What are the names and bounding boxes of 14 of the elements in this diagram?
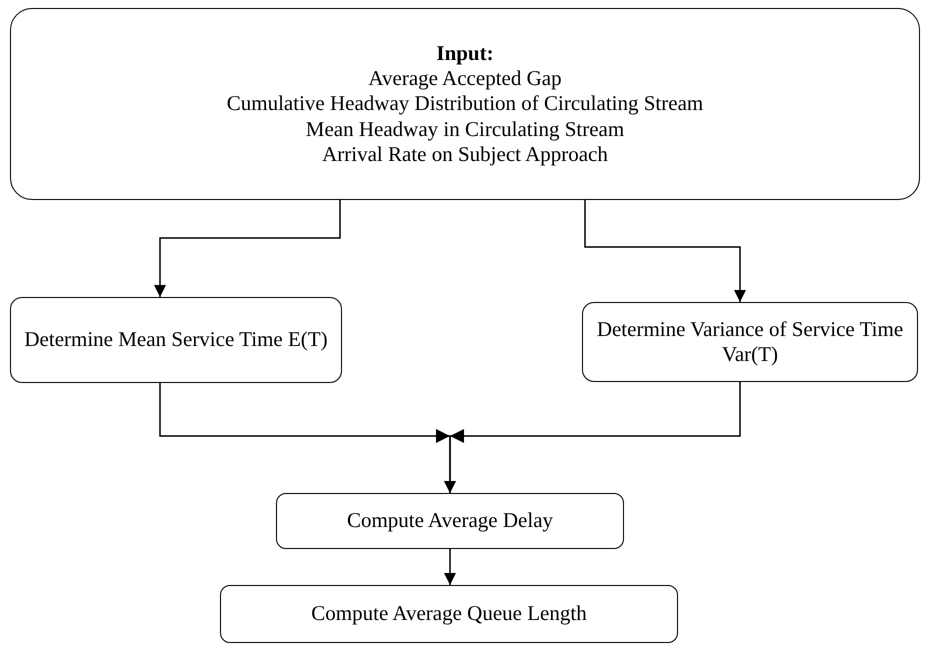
box-text: Compute Average Delay bbox=[346, 508, 554, 534]
process-box bbox=[10, 8, 920, 200]
process-box bbox=[10, 297, 342, 383]
process-box bbox=[220, 585, 678, 643]
box-text: Determine Mean Service Time E(T) bbox=[24, 327, 328, 353]
process-box bbox=[276, 493, 624, 549]
box-text: Compute Average Queue Length bbox=[311, 601, 587, 627]
box-text: Determine Variance of Service Time Var(T) bbox=[596, 316, 904, 368]
process-box bbox=[582, 302, 918, 382]
box-text: Arrival Rate on Subject Approach bbox=[322, 142, 608, 167]
box-heading: Input: bbox=[436, 41, 494, 66]
box-text: Average Accepted Gap bbox=[368, 66, 562, 92]
box-text: Mean Headway in Circulating Stream bbox=[306, 116, 624, 142]
box-text: Cumulative Headway Distribution of Circulating Stream bbox=[226, 91, 704, 117]
